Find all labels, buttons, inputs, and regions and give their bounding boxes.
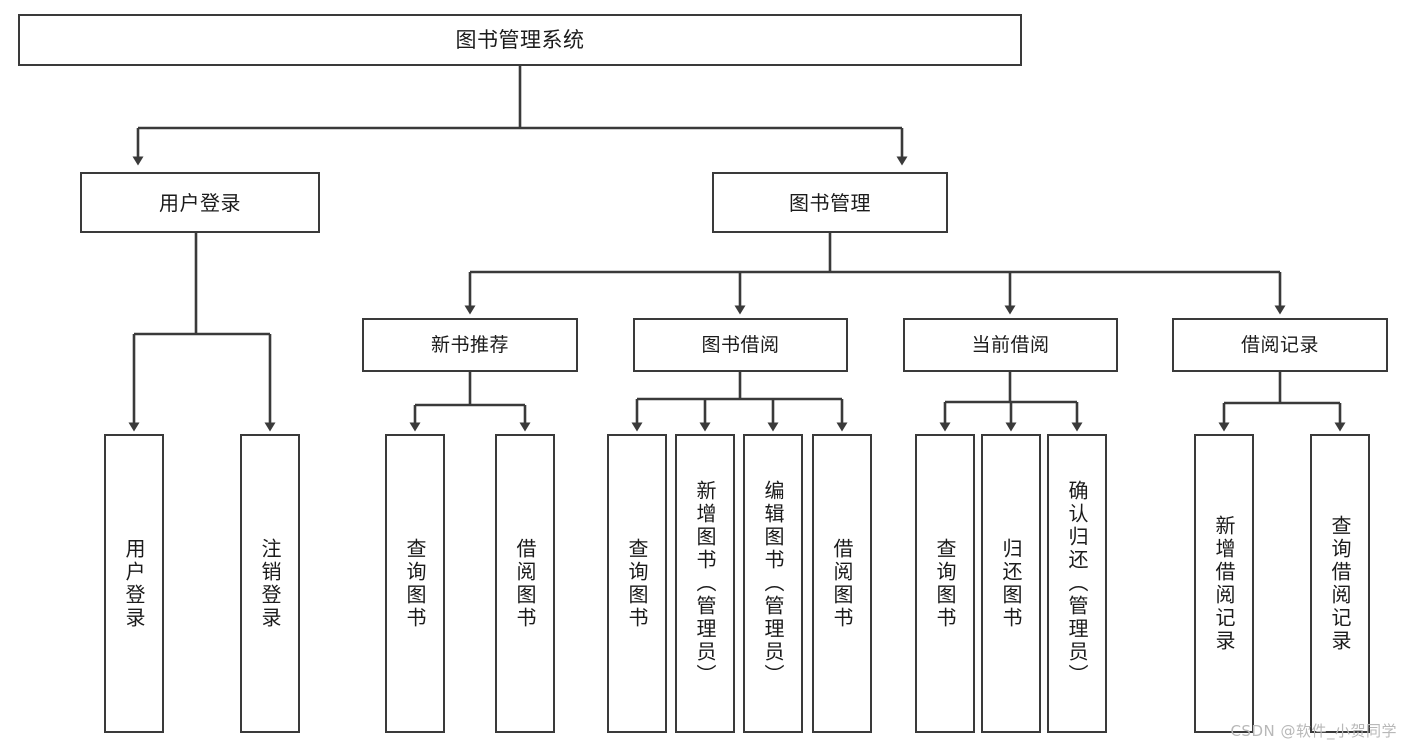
node-label: 借阅图书 [513, 537, 537, 630]
node-label: 图书借阅 [701, 333, 780, 356]
node-label: 新书推荐 [430, 333, 509, 356]
leaf-borrow-record-2[interactable]: 查询借阅记录 [1310, 434, 1370, 733]
node-label: 编辑图书（管理员） [761, 480, 785, 687]
leaf-book-borrow-4[interactable]: 借阅图书 [812, 434, 872, 733]
node-label: 用户登录 [159, 190, 241, 215]
node-current-borrow[interactable]: 当前借阅 [903, 318, 1118, 372]
node-label: 图书管理系统 [455, 27, 585, 52]
node-label: 当前借阅 [971, 333, 1050, 356]
leaf-current-borrow-3[interactable]: 确认归还（管理员） [1047, 434, 1107, 733]
node-label: 确认归还（管理员） [1065, 480, 1089, 687]
node-label: 借阅记录 [1240, 333, 1319, 356]
leaf-borrow-record-1[interactable]: 新增借阅记录 [1194, 434, 1254, 733]
node-book-borrow[interactable]: 图书借阅 [633, 318, 848, 372]
leaf-book-borrow-3[interactable]: 编辑图书（管理员） [743, 434, 803, 733]
node-label: 归还图书 [999, 537, 1023, 630]
node-label: 查询借阅记录 [1328, 514, 1352, 653]
node-root-system[interactable]: 图书管理系统 [18, 14, 1022, 66]
watermark-text: CSDN @软件_小贺同学 [1230, 722, 1397, 740]
node-book-manage[interactable]: 图书管理 [712, 172, 948, 233]
node-label: 查询图书 [403, 537, 427, 630]
leaf-current-borrow-2[interactable]: 归还图书 [981, 434, 1041, 733]
node-label: 图书管理 [789, 190, 871, 215]
node-label: 用户登录 [122, 537, 146, 630]
node-borrow-record[interactable]: 借阅记录 [1172, 318, 1388, 372]
node-label: 借阅图书 [830, 537, 854, 630]
node-label: 新增借阅记录 [1212, 514, 1236, 653]
node-label: 新增图书（管理员） [693, 480, 717, 687]
leaf-book-borrow-2[interactable]: 新增图书（管理员） [675, 434, 735, 733]
node-label: 查询图书 [625, 537, 649, 630]
leaf-user-login-2[interactable]: 注销登录 [240, 434, 300, 733]
leaf-user-login-1[interactable]: 用户登录 [104, 434, 164, 733]
node-label: 查询图书 [933, 537, 957, 630]
node-new-book-recommend[interactable]: 新书推荐 [362, 318, 578, 372]
leaf-new-book-2[interactable]: 借阅图书 [495, 434, 555, 733]
node-label: 注销登录 [258, 537, 282, 630]
node-user-login[interactable]: 用户登录 [80, 172, 320, 233]
leaf-current-borrow-1[interactable]: 查询图书 [915, 434, 975, 733]
leaf-new-book-1[interactable]: 查询图书 [385, 434, 445, 733]
leaf-book-borrow-1[interactable]: 查询图书 [607, 434, 667, 733]
